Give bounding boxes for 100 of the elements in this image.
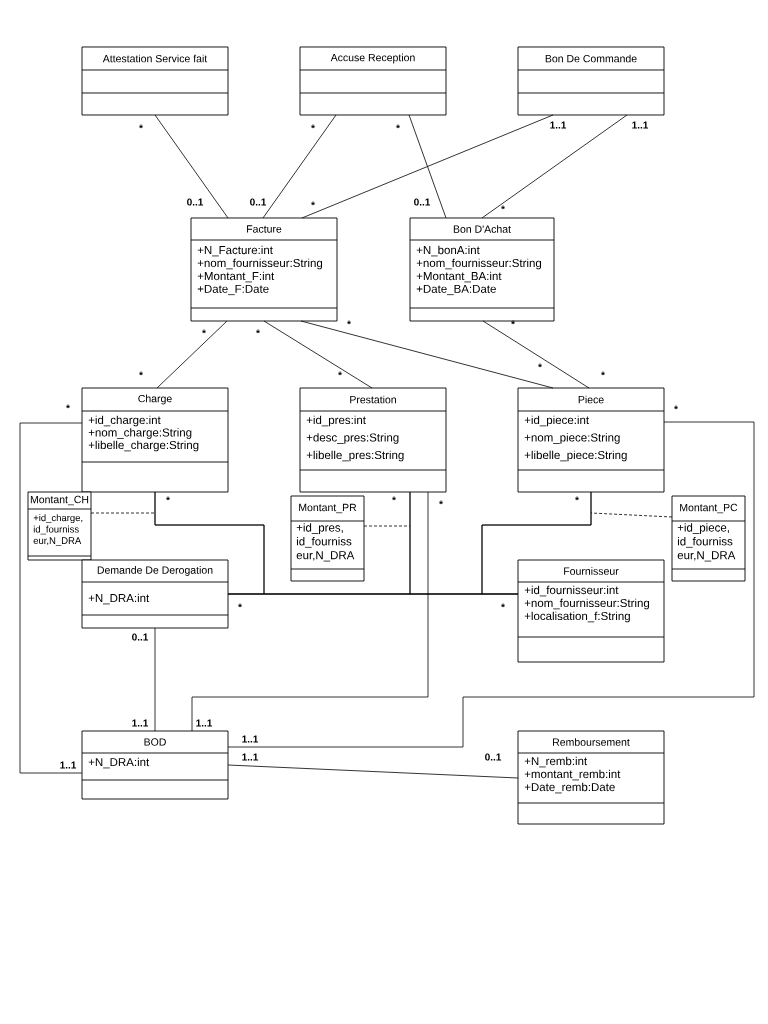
attribute-text: +libelle_piece:String: [524, 450, 627, 462]
association-line: [408, 114, 447, 219]
attribute-text: +nom_fournisseur:String: [524, 598, 650, 610]
attribute-text: +nom_fournisseur:String: [197, 258, 323, 270]
multiplicity-label: *: [392, 496, 396, 501]
attribute-text: +nom_fournisseur:String: [416, 258, 542, 270]
class-name: Charge: [138, 394, 172, 405]
class-box: [81, 730, 229, 800]
multiplicity-label: *: [501, 205, 505, 210]
multiplicity-label: *: [66, 404, 70, 409]
attribute-text: +id_piece:int: [524, 415, 589, 427]
class-box: [517, 387, 665, 493]
multiplicity-label: 1..1: [242, 753, 259, 761]
class-box: [81, 559, 229, 629]
association-line: [156, 320, 228, 389]
class-name: BOD: [144, 738, 166, 746]
class-box: [409, 217, 555, 322]
dashed-connector: [590, 512, 673, 518]
attribute-text: +Date_BA:Date: [416, 284, 496, 296]
attribute-text: +id_pres:int: [306, 415, 366, 427]
class-name: Montant_CH: [30, 495, 89, 506]
multiplicity-label: *: [238, 603, 242, 608]
association-line: [301, 114, 554, 219]
attribute-text: +libelle_charge:String: [88, 440, 199, 452]
multiplicity-label: 0..1: [485, 753, 502, 761]
multiplicity-label: 1..1: [242, 735, 259, 743]
multiplicity-label: *: [501, 603, 505, 608]
class-name: Bon De Commande: [545, 54, 637, 63]
class-name: Demande De Derogation: [97, 566, 213, 576]
multiplicity-label: 1..1: [196, 719, 213, 727]
attribute-text: +Montant_F:int: [197, 271, 275, 283]
multiplicity-label: *: [347, 320, 351, 325]
attribute-text: +localisation_f:String: [524, 611, 630, 623]
attribute-text: +Date_F:Date: [197, 284, 269, 296]
multiplicity-label: *: [311, 124, 315, 129]
attribute-text: +Montant_BA:int: [416, 271, 502, 283]
attribute-text: +nom_piece:String: [524, 433, 620, 444]
attribute-text: +Date_remb:Date: [524, 782, 615, 794]
attribute-text: +N_DRA:int: [88, 593, 150, 605]
attribute-text: +N_DRA:int: [88, 757, 150, 769]
multiplicity-label: 1..1: [60, 761, 77, 769]
multiplicity-label: 1..1: [632, 121, 649, 129]
association-line: [227, 421, 755, 748]
class-name: Piece: [578, 395, 604, 404]
multiplicity-label: *: [202, 329, 206, 334]
attribute-text: +montant_remb:int: [524, 769, 621, 781]
association-line: [300, 320, 554, 389]
association-line: [263, 320, 373, 389]
attribute-text: +id_charge:int: [88, 415, 161, 427]
class-name: Montant_PR: [299, 503, 357, 514]
multiplicity-label: *: [256, 329, 260, 334]
multiplicity-label: *: [311, 201, 315, 206]
association-line: [482, 320, 590, 389]
attribute-text: +id_charge, id_fourniss eur,N_DRA: [33, 514, 83, 546]
class-name: Fournisseur: [564, 567, 619, 575]
attribute-text: +libelle_pres:String: [306, 450, 404, 462]
class-box: [517, 559, 665, 663]
class-box: [27, 491, 92, 561]
dashed-connector: [363, 525, 411, 527]
attribute-text: +desc_pres:String: [306, 433, 399, 444]
association-line: [154, 114, 229, 219]
class-name: Accuse Reception: [330, 53, 415, 64]
multiplicity-label: 0..1: [414, 198, 431, 206]
class-box: [299, 46, 447, 116]
class-box: [290, 495, 365, 582]
multiplicity-label: *: [511, 320, 515, 325]
multiplicity-label: *: [338, 371, 342, 376]
attribute-text: +id_piece, id_fourniss eur,N_DRA: [677, 523, 736, 562]
class-box: [81, 46, 229, 116]
class-box: [671, 495, 746, 582]
association-line: [154, 627, 156, 732]
class-box: [517, 730, 665, 825]
attribute-text: +N_Facture:int: [197, 245, 273, 257]
multiplicity-label: *: [674, 405, 678, 410]
class-name: Prestation: [350, 395, 396, 404]
class-box: [190, 217, 338, 322]
class-name: Montant_PC: [680, 503, 738, 514]
association-line: [191, 491, 429, 732]
association-line: [19, 422, 83, 774]
multiplicity-label: 0..1: [187, 198, 204, 206]
class-box: [81, 387, 229, 493]
class-name: Remboursement: [553, 738, 630, 746]
association-line: [481, 491, 592, 595]
class-name: Bon D'Achat: [453, 225, 511, 233]
class-box: [299, 387, 447, 493]
class-box: [517, 46, 665, 116]
attribute-text: +N_remb:int: [524, 756, 588, 768]
multiplicity-label: 0..1: [132, 633, 149, 641]
class-name: Facture: [247, 225, 282, 233]
attribute-text: +nom_charge:String: [88, 428, 192, 439]
attribute-text: +id_fournisseur:int: [524, 585, 619, 597]
multiplicity-label: *: [601, 371, 605, 376]
multiplicity-label: 1..1: [132, 719, 149, 727]
attribute-text: +id_pres, id_fourniss eur,N_DRA: [296, 523, 355, 562]
dashed-connector: [90, 512, 156, 514]
multiplicity-label: *: [139, 371, 143, 376]
class-name: Attestation Service fait: [102, 54, 208, 63]
multiplicity-label: 1..1: [550, 121, 567, 129]
multiplicity-label: *: [538, 363, 542, 368]
association-line: [262, 114, 337, 219]
